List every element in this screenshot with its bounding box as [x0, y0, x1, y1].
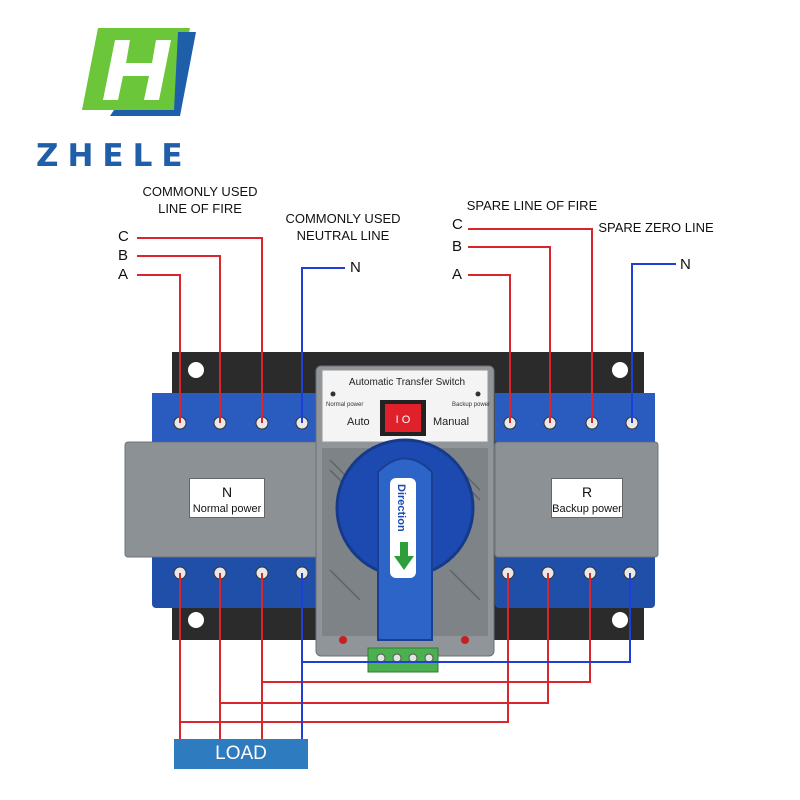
spare-fire-label: SPARE LINE OF FIRE	[466, 198, 598, 213]
left-indicator-light	[339, 636, 347, 644]
load-box: LOAD	[174, 739, 308, 769]
normal-power-small-label: Normal power	[326, 402, 364, 408]
mount-hole-tl	[188, 362, 204, 378]
output-wires-neutral	[301, 573, 631, 739]
mount-hole-br	[612, 612, 628, 628]
mode-manual-label: Manual	[433, 416, 470, 428]
direction-text: Direction	[395, 484, 407, 532]
rocker-switch	[385, 404, 421, 432]
normal-power-letter: N	[221, 484, 233, 500]
normal-power-text: Normal power	[192, 503, 262, 515]
blue-top-strip-right	[495, 393, 655, 441]
left-neutral-n: N	[350, 259, 361, 276]
left-phase-b: B	[118, 247, 129, 264]
normal-power-panel-label: N Normal power	[189, 478, 265, 518]
backup-power-led	[475, 391, 481, 397]
logo-h-letter	[103, 40, 171, 100]
direction-label-plate	[390, 478, 416, 578]
ats-title: Automatic Transfer Switch	[348, 377, 466, 388]
right-neutral-n: N	[680, 256, 691, 273]
backup-power-text: Backup power	[552, 503, 622, 515]
logo-blue-stroke	[110, 32, 196, 116]
commonly-used-fire-label: COMMONLY USED LINE OF FIRE	[142, 184, 258, 216]
backup-power-panel-label: R Backup power	[551, 478, 623, 518]
right-indicator-light	[461, 636, 469, 644]
left-phase-c: C	[118, 228, 129, 245]
mode-auto-label: Auto	[347, 416, 370, 428]
right-phase-b: B	[452, 238, 463, 255]
switch-symbols: I O	[396, 414, 411, 426]
right-phase-c: C	[452, 216, 463, 233]
left-phase-a: A	[118, 266, 129, 283]
normal-power-led	[330, 391, 336, 397]
brand-logo	[82, 28, 196, 116]
mount-hole-tr	[612, 362, 628, 378]
commonly-used-neutral-label: COMMONLY USED NEUTRAL LINE	[285, 211, 401, 243]
backup-power-small-label: Backup power	[452, 402, 491, 408]
direction-arrow-icon	[394, 542, 414, 570]
mount-hole-bl	[188, 612, 204, 628]
spare-zero-label: SPARE ZERO LINE	[598, 220, 714, 235]
backup-power-letter: R	[581, 484, 593, 500]
input-wires-fire	[137, 228, 593, 423]
right-phase-a: A	[452, 266, 463, 283]
output-wires-fire	[179, 573, 591, 739]
input-wires-neutral	[301, 263, 676, 423]
brand-name: ZHELE	[36, 138, 192, 174]
